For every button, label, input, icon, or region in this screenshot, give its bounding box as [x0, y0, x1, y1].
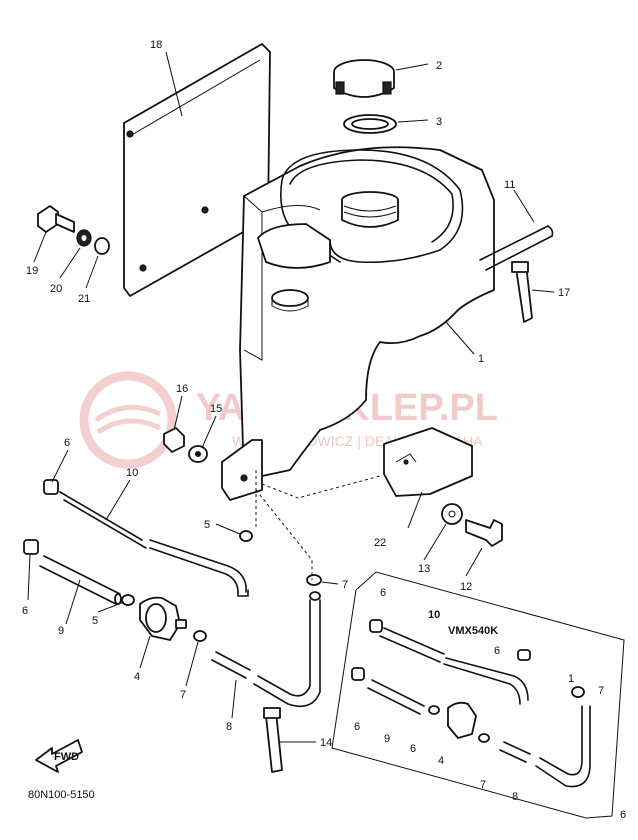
- fwd-arrow-icon: FWD: [35, 739, 83, 773]
- bolt-12: [465, 519, 503, 547]
- callout-10-left: 10: [126, 467, 138, 479]
- bolt-19: [37, 205, 75, 233]
- callout-3: 3: [436, 116, 442, 128]
- callout-2: 2: [436, 60, 442, 72]
- variant-inset: [331, 571, 625, 819]
- variant-label: VMX540K: [448, 625, 498, 637]
- oil-tank: [221, 146, 495, 501]
- leader-lines: [255, 470, 381, 580]
- washer-20: [76, 229, 92, 247]
- callout-7-inset-a: 7: [598, 685, 604, 697]
- callout-9-left: 9: [58, 625, 64, 637]
- callout-10-inset: 10: [428, 609, 440, 621]
- callout-14: 14: [320, 737, 332, 749]
- callout-7-left: 7: [180, 689, 186, 701]
- hose-clip-17: [511, 261, 533, 323]
- callout-12: 12: [460, 581, 472, 593]
- callout-6-inset-d: 6: [410, 743, 416, 755]
- callout-6-inset-e: 6: [620, 809, 626, 821]
- callout-5-left: 5: [92, 615, 98, 627]
- callout-5-top: 5: [204, 519, 210, 531]
- cap-gasket: [343, 114, 397, 134]
- callout-22: 22: [374, 537, 386, 549]
- callout-20: 20: [50, 283, 62, 295]
- callout-8-left: 8: [226, 721, 232, 733]
- callout-13: 13: [418, 563, 430, 575]
- callout-4-inset: 4: [438, 755, 444, 767]
- watermark-logo: [79, 371, 177, 469]
- diagram-code: 80N100-5150: [28, 789, 95, 801]
- callout-15: 15: [210, 403, 222, 415]
- left-hose-system: [23, 479, 322, 773]
- callout-18: 18: [150, 39, 162, 51]
- callout-6-left: 6: [22, 605, 28, 617]
- callout-7-inset-b: 7: [480, 779, 486, 791]
- callout-leaders: [27, 51, 555, 743]
- callout-8-inset: 8: [512, 791, 518, 803]
- callout-19: 19: [26, 265, 38, 277]
- callout-9-inset: 9: [384, 733, 390, 745]
- collar-15: [188, 445, 208, 463]
- callout-16: 16: [176, 383, 188, 395]
- callout-17: 17: [558, 287, 570, 299]
- callout-11: 11: [504, 179, 515, 191]
- bracket-22: [383, 427, 473, 497]
- damper-16: [163, 427, 185, 453]
- callout-1-inset: 1: [568, 673, 574, 685]
- callout-4-left: 4: [134, 671, 140, 683]
- washer-13: [441, 503, 463, 525]
- callout-1: 1: [478, 353, 484, 365]
- callout-6-top: 6: [64, 437, 70, 449]
- callout-6-inset-b: 6: [494, 645, 500, 657]
- callout-6-inset-c: 6: [354, 721, 360, 733]
- callout-labels: 18 2 3 1 11 17 19 20 21 16 15 6 10 5 6 9…: [22, 39, 626, 821]
- washer-21: [94, 237, 110, 255]
- callout-21: 21: [78, 293, 90, 305]
- fwd-label: FWD: [54, 751, 79, 763]
- callout-7-right: 7: [342, 579, 348, 591]
- breather-hose: [479, 225, 554, 271]
- callout-6-inset-a: 6: [380, 587, 386, 599]
- tank-cap: [333, 59, 395, 98]
